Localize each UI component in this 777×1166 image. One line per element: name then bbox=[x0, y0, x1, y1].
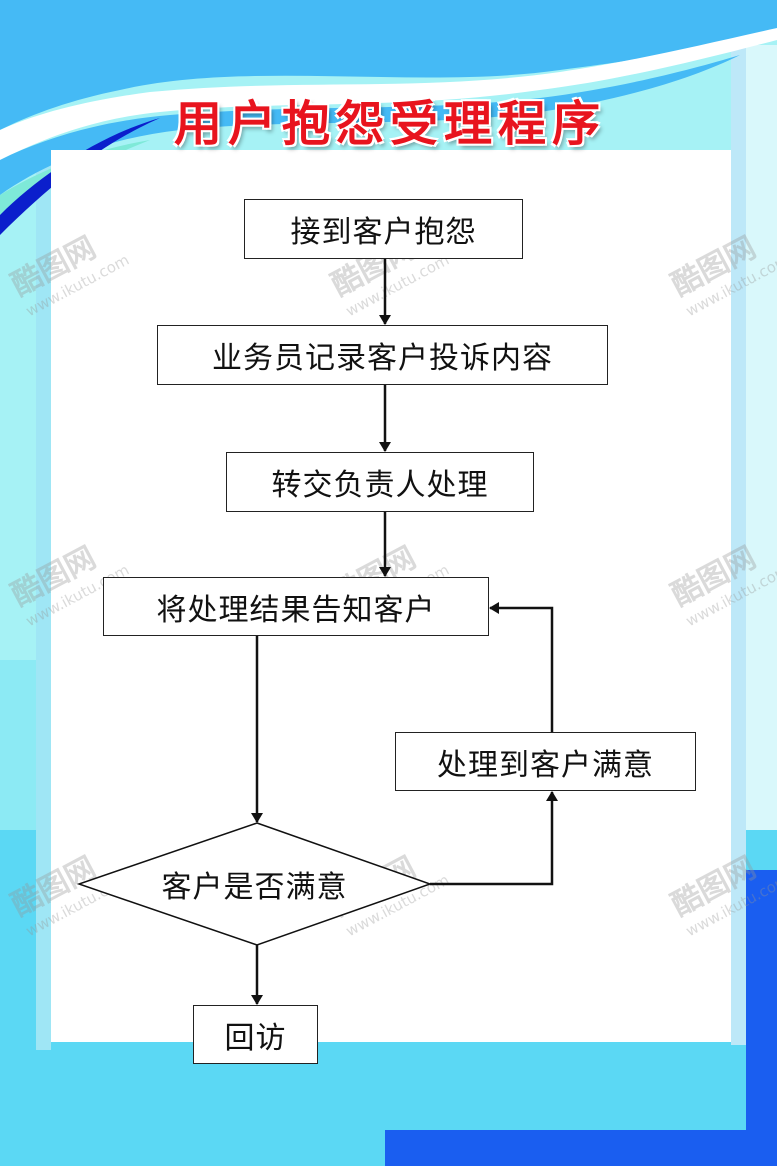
step-notify-customer: 将处理结果告知客户 bbox=[103, 577, 489, 636]
step-record-complaint: 业务员记录客户投诉内容 bbox=[157, 325, 608, 385]
step-receive-complaint: 接到客户抱怨 bbox=[244, 199, 523, 259]
step-handle-until-satisfied: 处理到客户满意 bbox=[395, 732, 696, 791]
decision-label: 客户是否满意 bbox=[161, 870, 348, 905]
page-title: 用户抱怨受理程序 bbox=[173, 96, 606, 152]
step-follow-up-visit: 回访 bbox=[193, 1005, 318, 1064]
step-transfer-to-manager: 转交负责人处理 bbox=[226, 452, 534, 512]
